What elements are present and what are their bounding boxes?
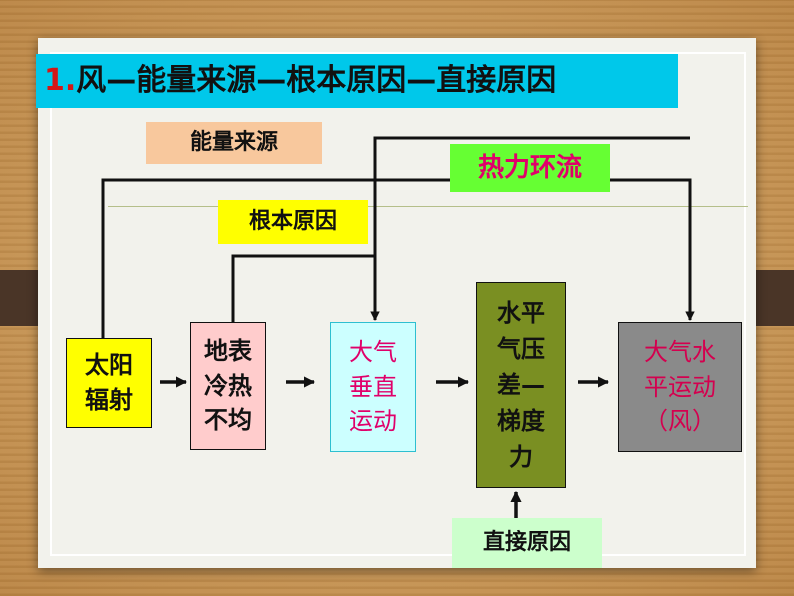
vertical-line: 运动 (349, 407, 397, 436)
energy-path-line (101, 178, 695, 338)
uneven-line: 地表 (204, 336, 252, 365)
pressure-line: 梯度 (497, 407, 545, 435)
uneven-line: 不均 (204, 406, 252, 435)
slide-title: 1.风—能量来源—根本原因—直接原因 (36, 54, 678, 108)
root-cause-label: 根本原因 (218, 200, 368, 244)
vertical-motion-box: 大气 垂直 运动 (330, 322, 416, 452)
solar-radiation-box: 太阳 辐射 (66, 338, 152, 428)
horizontal-line: 平运动 (644, 372, 716, 401)
vertical-line: 垂直 (349, 372, 397, 401)
pressure-line: 力 (509, 443, 533, 471)
slide-border (50, 52, 746, 556)
pressure-line: 气压 (497, 335, 545, 363)
pressure-line: 水平 (497, 299, 545, 327)
title-number: 1. (44, 63, 77, 98)
horizontal-line: 大气水 (644, 337, 716, 366)
thermal-circulation-label: 热力环流 (450, 144, 610, 192)
direct-cause-label: 直接原因 (452, 518, 602, 568)
uneven-line: 冷热 (204, 371, 252, 400)
solar-line: 太阳 (85, 351, 133, 380)
divider-line (108, 206, 748, 207)
root-path-line (231, 254, 375, 322)
uneven-heating-box: 地表 冷热 不均 (190, 322, 266, 450)
horizontal-motion-box: 大气水 平运动 （风） (618, 322, 742, 452)
vertical-line: 大气 (349, 337, 397, 366)
solar-line: 辐射 (85, 386, 133, 414)
pressure-line: 差— (497, 371, 545, 399)
energy-source-label: 能量来源 (146, 122, 322, 164)
pressure-gradient-box: 水平 气压 差— 梯度 力 (476, 282, 566, 488)
thermal-path-line (373, 136, 690, 320)
horizontal-line: （风） (644, 407, 716, 436)
title-text: 风—能量来源—根本原因—直接原因 (76, 63, 557, 98)
